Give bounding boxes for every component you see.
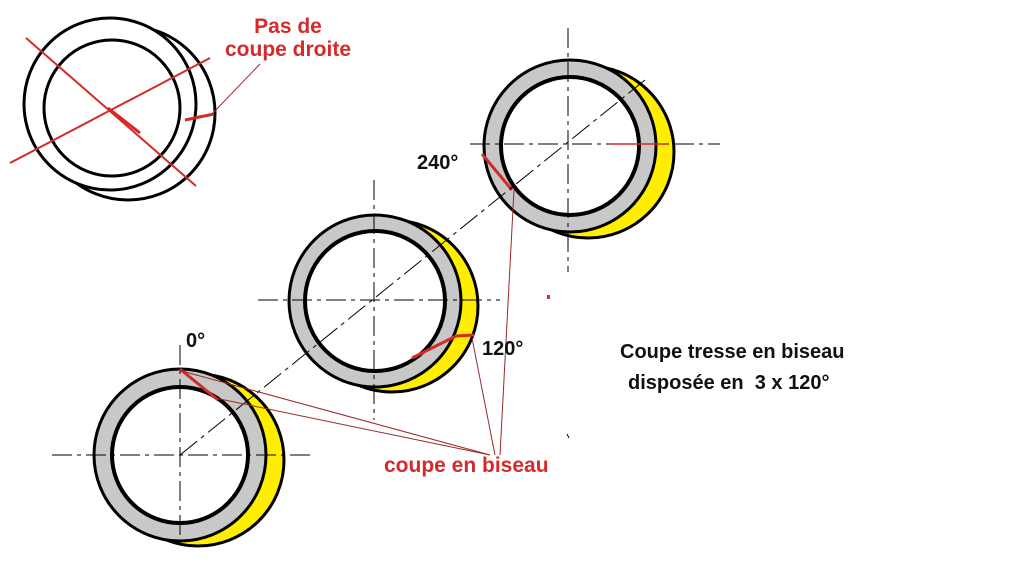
straight-cut-edge-mark (184, 112, 215, 122)
straight-cut-label-line2: coupe droite (225, 38, 351, 61)
bevel-leader-lines (177, 189, 515, 456)
caption-line2: disposée en 3 x 120° (628, 372, 829, 394)
leader-to-ring-0 (177, 369, 491, 456)
alignment-diagonal (179, 79, 646, 456)
ring-120-bevel-cut-a (411, 334, 457, 360)
tick-mark (566, 433, 570, 439)
straight-cut-mark (107, 106, 141, 135)
straight-cut-rings (9, 16, 261, 202)
straight-cut-label-line1: Pas de (254, 15, 322, 38)
straight-cut-leader (211, 63, 261, 115)
leader-to-ring-240 (499, 189, 515, 456)
caption-line1: Coupe tresse en biseau (620, 341, 845, 363)
straight-cut-inner-ring (42, 38, 182, 178)
angle-240-label: 240° (417, 152, 458, 174)
ring-120deg (258, 180, 550, 420)
ring-240-bevel-cut (480, 153, 514, 191)
angle-120-label: 120° (482, 338, 523, 360)
leader-to-ring-0-b (214, 397, 491, 456)
bevel-cut-label: coupe en biseau (384, 454, 549, 477)
ring-0-bevel-cut (179, 367, 219, 402)
straight-cut-outer-ring-front (22, 16, 198, 192)
ring-240deg (470, 28, 720, 272)
ring-240-bore (499, 75, 641, 217)
stray-red-dot (547, 295, 550, 299)
angle-0-label: 0° (186, 330, 205, 352)
ring-120-bore (303, 229, 447, 373)
ring-0deg (52, 345, 310, 548)
ring-120-bevel-cut-b (455, 333, 475, 338)
leader-to-ring-120 (471, 337, 496, 456)
